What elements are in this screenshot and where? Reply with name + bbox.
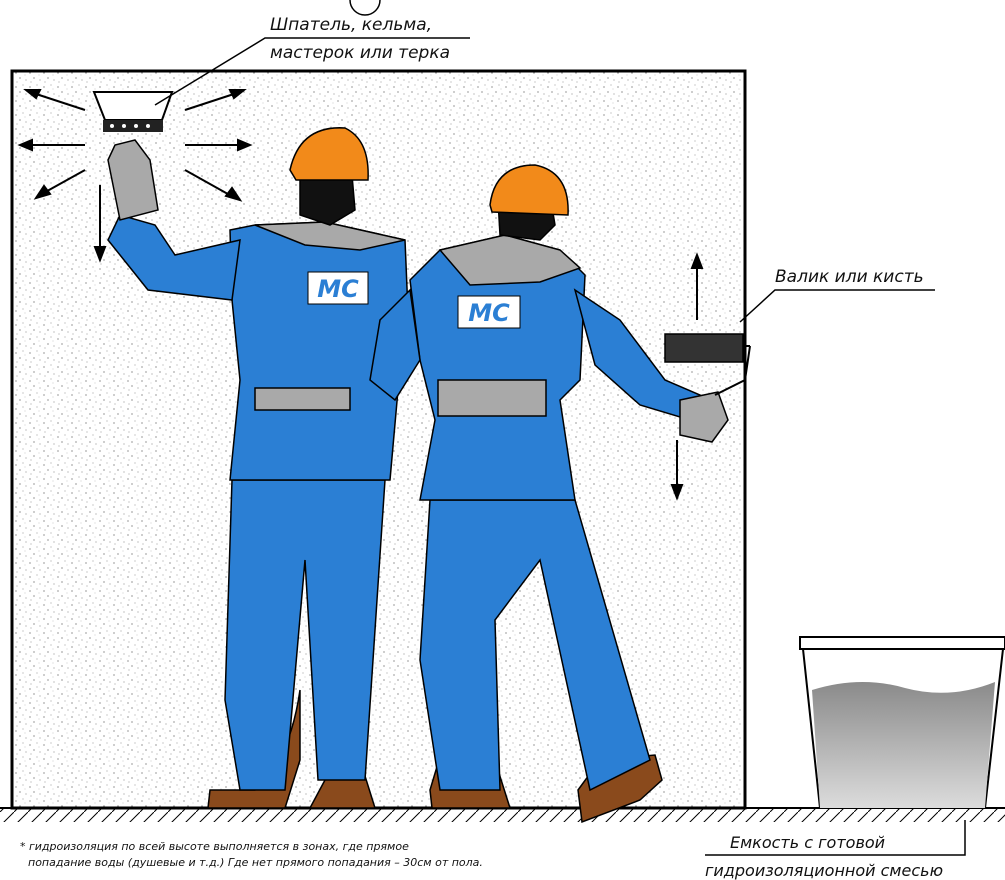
footnote-line1: * гидроизоляция по всей высоте выполняет… xyxy=(20,840,409,853)
logo-left: MC xyxy=(317,275,359,303)
footnote-line2: попадание воды (душевые и т.д.) Где нет … xyxy=(28,856,483,869)
label-tool-line2: мастерок или терка xyxy=(270,43,450,63)
floor xyxy=(0,808,1005,822)
label-container-line1: Емкость с готовой xyxy=(730,833,885,852)
trowel-icon xyxy=(94,92,172,132)
bucket-icon xyxy=(800,637,1005,808)
label-roller: Валик или кисть xyxy=(775,267,924,287)
label-container-line2: гидроизоляционной смесью xyxy=(705,861,943,880)
label-tool-line1: Шпатель, кельма, xyxy=(270,15,432,35)
logo-right: MC xyxy=(468,299,510,327)
callout-circle xyxy=(350,0,380,15)
